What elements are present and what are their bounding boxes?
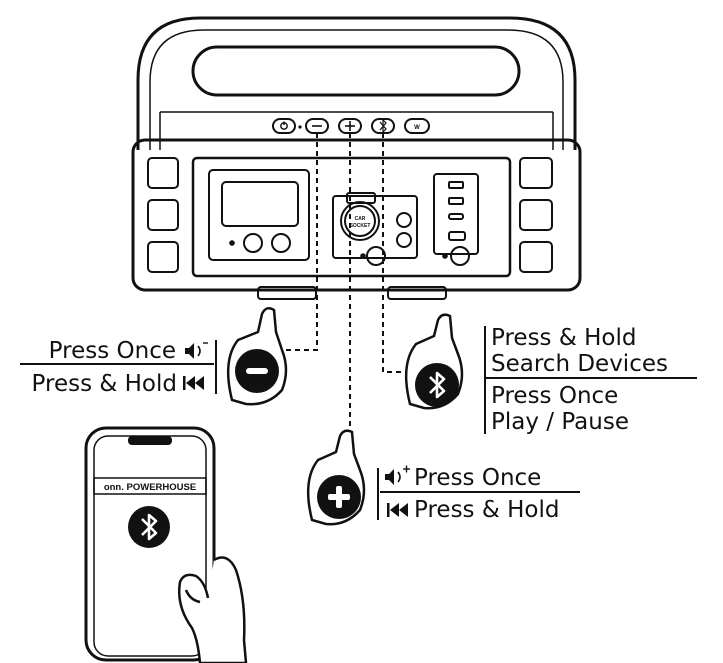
control-buttons: W [272,118,430,134]
plus-hand [306,429,366,526]
front-panel [191,156,512,278]
volume-up-icon [385,465,410,485]
car-socket-label-line1: CAR [355,216,366,222]
volume-down-icon [185,342,208,359]
phone-brand-label: onn. POWERHOUSE [104,482,196,493]
power-station [131,16,582,300]
bluetooth-line1: Press & Hold [491,325,636,351]
brand-label-box [93,477,207,495]
car-socket [340,201,380,241]
minus-press-hold-label: Press & Hold [32,371,177,397]
minus-leader [270,133,318,351]
plus-press-hold-label: Press & Hold [414,497,559,523]
leader-lines [270,133,410,438]
plus-press-once-label: Press Once [414,465,541,491]
holding-hand [178,556,248,663]
bluetooth-leader [382,133,410,373]
power-button [272,118,296,134]
bluetooth-hand [404,313,464,410]
device-body [131,138,582,292]
previous-track-icon [183,376,204,390]
carry-handle [136,16,577,150]
bluetooth-line3: Press Once [491,383,618,409]
next-track-icon [387,503,408,517]
lcd-screen [221,181,299,227]
wifi-button [404,118,430,134]
bluetooth-line4: Play / Pause [491,409,629,435]
car-socket-label-line2: SOCKET [350,223,371,229]
bluetooth-line2: Search Devices [491,351,668,377]
minus-press-once-label: Press Once [49,338,176,364]
minus-hand [226,306,288,406]
svg-text:W: W [414,125,420,131]
